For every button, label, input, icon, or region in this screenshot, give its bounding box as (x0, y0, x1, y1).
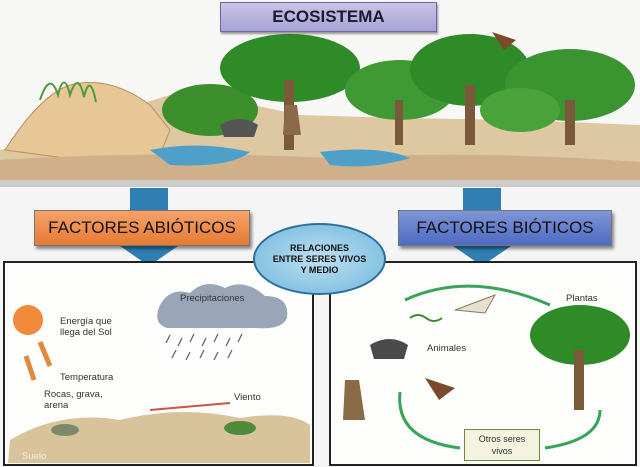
cycle-arrow-left (398, 391, 461, 450)
biotic-factors-box: FACTORES BIÓTICOS (398, 210, 612, 246)
wind-arrow (149, 402, 231, 411)
cycle-arrow-right (544, 409, 602, 450)
boar-icon (370, 339, 408, 359)
wind-label: Viento (234, 392, 261, 403)
temperature-label: Temperatura (60, 372, 114, 383)
ecosystem-title: ECOSISTEMA (220, 2, 437, 32)
relations-line-3: Y MEDIO (300, 264, 339, 275)
tree-icon (530, 305, 630, 365)
snake-icon (409, 314, 443, 322)
precipitation-label: Precipitaciones (180, 293, 245, 304)
eagle-icon (425, 378, 455, 400)
sun-icon (13, 305, 43, 335)
plants-label: Plantas (566, 293, 598, 304)
relations-line-2: ENTRE SERES VIVOS (272, 253, 367, 264)
relations-ellipse: RELACIONES ENTRE SERES VIVOS Y MEDIO (253, 223, 386, 295)
cloud-icon (157, 284, 288, 329)
relations-line-1: RELACIONES (289, 242, 349, 253)
arrow-energy (37, 341, 53, 367)
deer-icon (343, 380, 365, 420)
soil-label: Suelo (22, 451, 47, 462)
bird-icon (454, 294, 497, 314)
abiotic-factors-box: FACTORES ABIÓTICOS (34, 210, 250, 246)
animals-label: Animales (427, 343, 467, 354)
rocks-label: Rocas, grava,arena (44, 389, 103, 411)
cycle-arrow-top (404, 284, 551, 307)
